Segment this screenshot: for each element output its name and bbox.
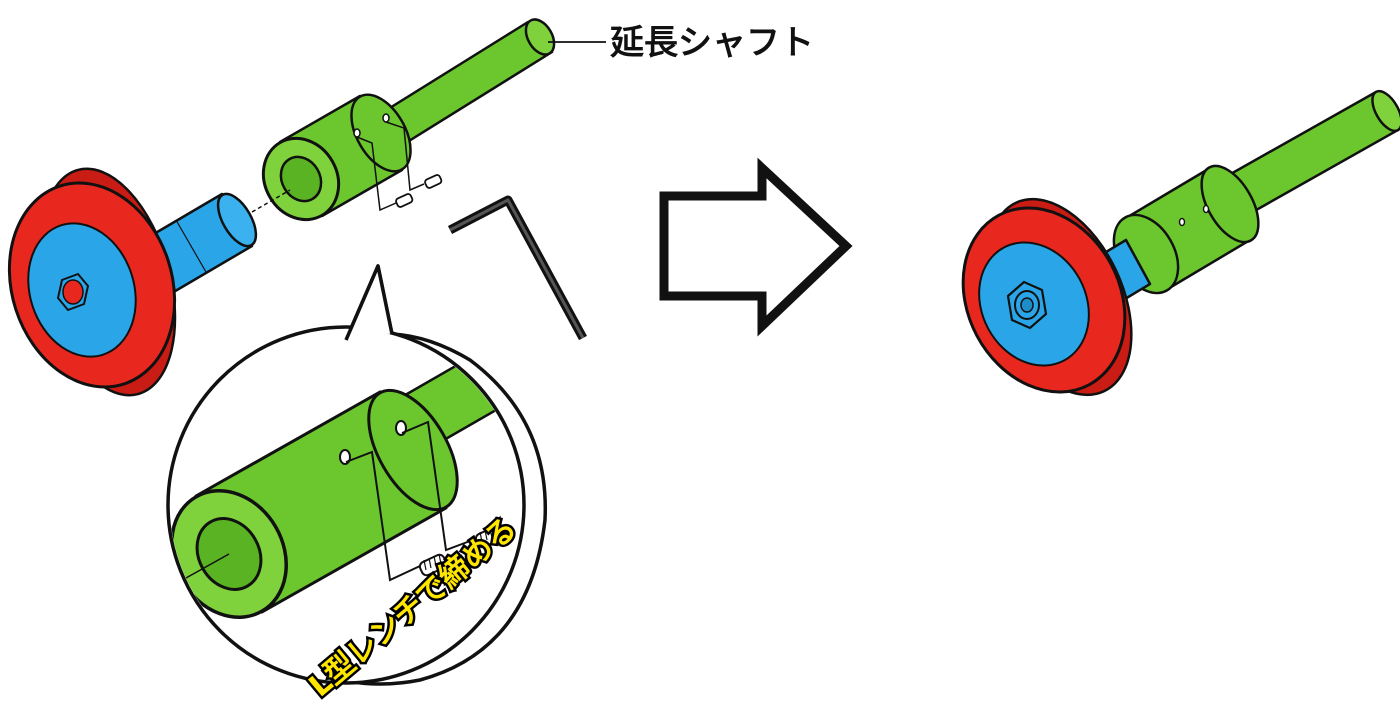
magnified-set-screw-1 bbox=[418, 553, 448, 577]
extension-shaft-label: 延長シャフト bbox=[610, 23, 814, 63]
set-screw-leaders bbox=[356, 121, 425, 212]
exploded-assembly: 延長シャフト bbox=[7, 18, 814, 397]
set-screws bbox=[395, 174, 443, 208]
extension-coupling bbox=[261, 93, 412, 222]
right-arrow-icon bbox=[659, 157, 853, 337]
l-wrench-icon bbox=[447, 195, 587, 341]
detail-callout: L型レンチで締める bbox=[166, 264, 548, 704]
magnified-set-screw-2 bbox=[474, 525, 504, 549]
assembled-roller bbox=[961, 89, 1400, 397]
roller-disc bbox=[7, 167, 177, 397]
